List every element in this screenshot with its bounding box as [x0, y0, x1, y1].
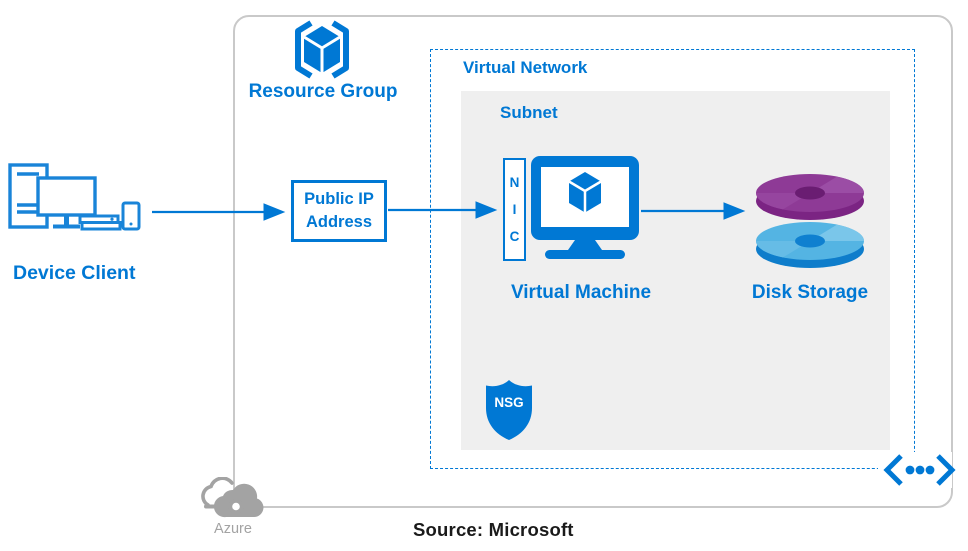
- nic-letter-c: C: [509, 229, 520, 244]
- virtual-machine-icon: [531, 156, 639, 259]
- device-client-icon: [8, 163, 141, 231]
- virtual-network-label: Virtual Network: [463, 58, 588, 77]
- azure-label: Azure: [214, 521, 252, 537]
- nsg-shield-icon: NSG: [486, 380, 532, 440]
- device-client-label: Device Client: [13, 262, 136, 284]
- subnet-label: Subnet: [500, 103, 558, 122]
- public-ip-address-node: Public IP Address: [291, 180, 387, 242]
- azure-cloud-icon: [201, 477, 264, 518]
- source-caption: Source: Microsoft: [413, 519, 574, 540]
- virtual-machine-label: Virtual Machine: [510, 282, 652, 303]
- subnet-boundary: [461, 91, 890, 450]
- public-ip-line1: Public IP: [304, 190, 374, 208]
- resource-group-icon: [295, 20, 349, 79]
- disk-storage-icon: [756, 174, 864, 268]
- disk-storage-label: Disk Storage: [751, 282, 869, 303]
- public-ip-line2: Address: [305, 213, 373, 231]
- virtual-network-icon: [878, 452, 956, 488]
- nic-letter-i: I: [512, 202, 517, 217]
- nsg-label: NSG: [494, 395, 523, 410]
- nic-node: N I C: [503, 158, 526, 261]
- resource-group-label: Resource Group: [248, 81, 398, 102]
- nic-letter-n: N: [509, 175, 520, 190]
- virtual-network-boundary: [430, 49, 915, 469]
